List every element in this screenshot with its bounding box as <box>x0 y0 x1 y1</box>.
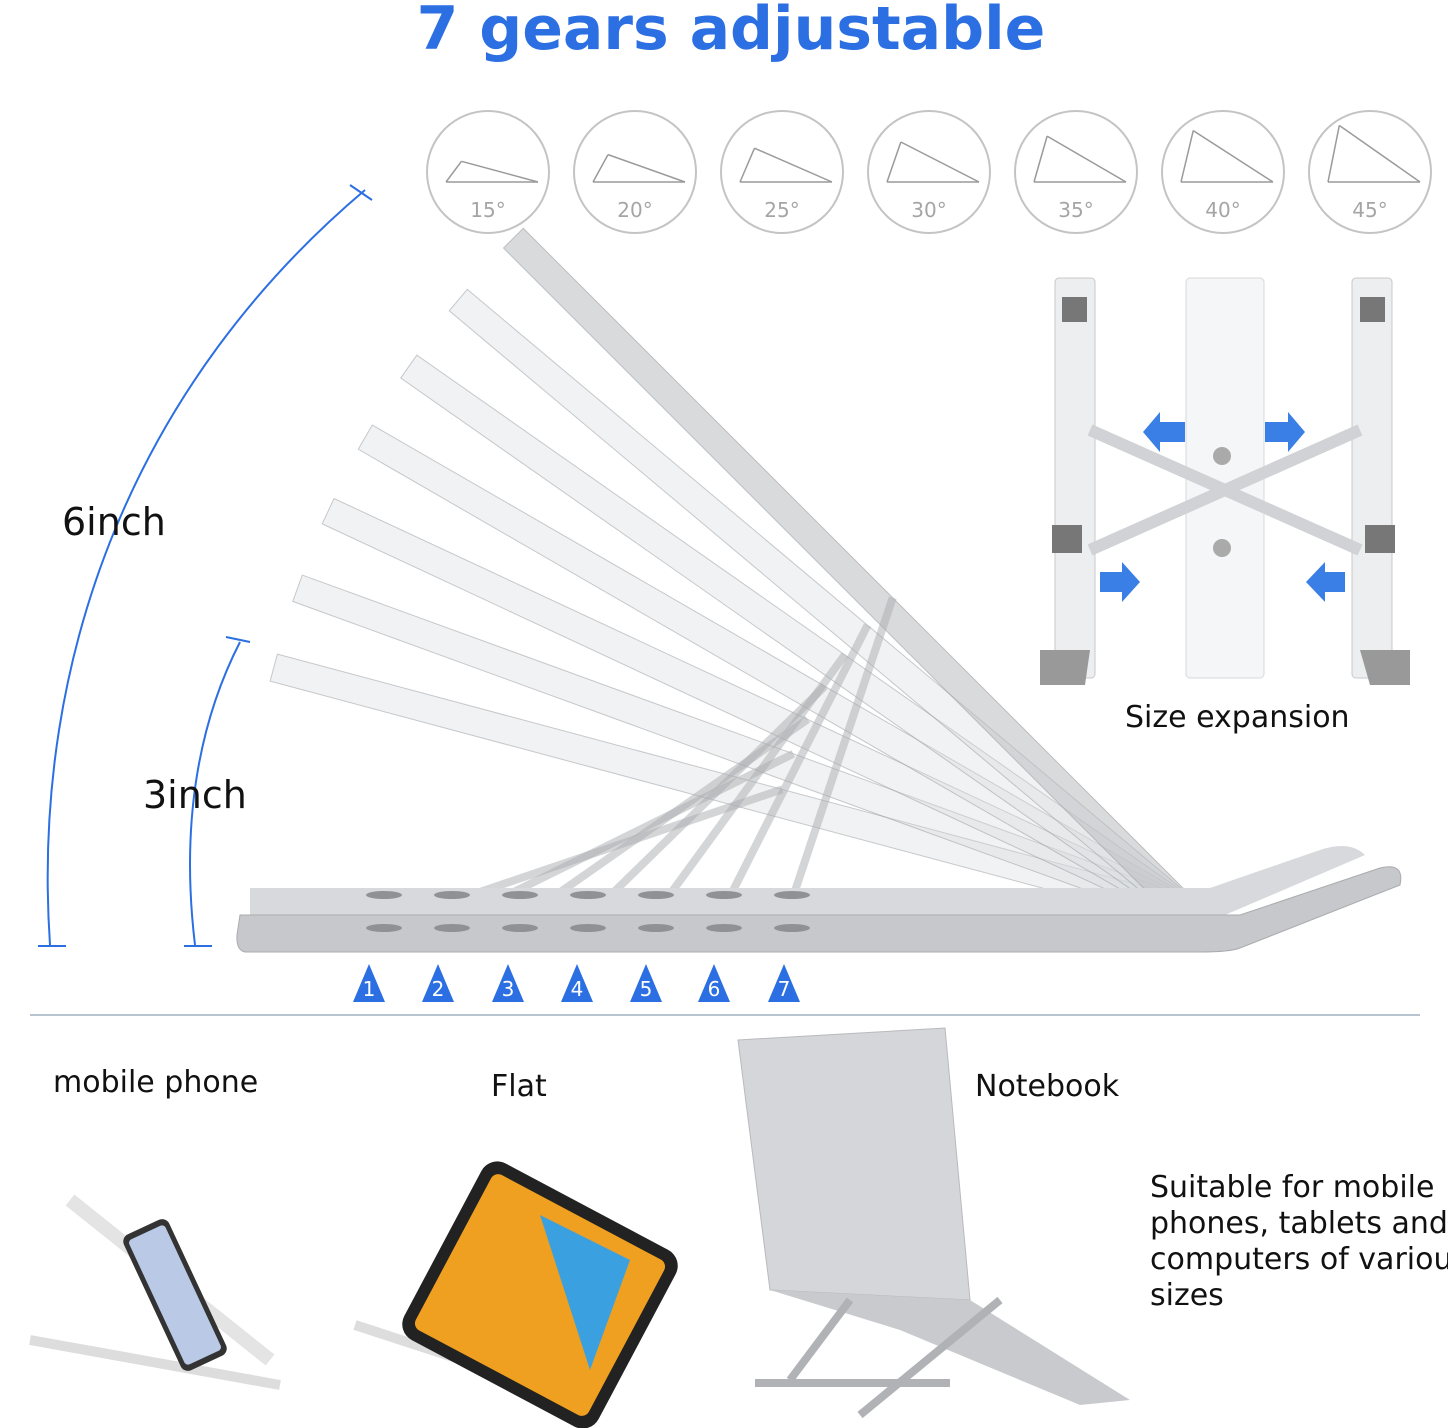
gear-number: 3 <box>501 977 515 1001</box>
angle-icon <box>1180 129 1274 183</box>
angle-icon <box>592 153 686 183</box>
gear-slot <box>638 924 674 932</box>
gear-number: 4 <box>570 977 584 1001</box>
notebook-stand-photo <box>737 1027 1130 1419</box>
max-height-label: 6inch <box>62 500 166 544</box>
size-expansion-label: Size expansion <box>1125 700 1350 735</box>
gear-marker-7: 7 <box>767 963 801 1003</box>
phone-stand-photo <box>29 1194 281 1390</box>
description-line: phones, tablets and <box>1150 1206 1448 1241</box>
angle-label: 20° <box>617 198 653 222</box>
angle-label: 45° <box>1352 198 1388 222</box>
gear-slot <box>774 891 810 899</box>
angle-option-40: 40° <box>1161 110 1285 234</box>
angle-option-15: 15° <box>426 110 550 234</box>
gear-number: 5 <box>639 977 653 1001</box>
height-3inch-arc <box>184 636 251 947</box>
angle-label: 40° <box>1205 198 1241 222</box>
angle-label: 25° <box>764 198 800 222</box>
gear-number: 1 <box>362 977 376 1001</box>
angle-icon <box>886 141 980 183</box>
gear-slot <box>434 924 470 932</box>
gear-marker-3: 3 <box>491 963 525 1003</box>
angle-icon <box>1327 124 1421 183</box>
triangle-icon <box>698 964 730 1002</box>
angle-icon <box>1033 135 1127 183</box>
gear-number: 2 <box>431 977 445 1001</box>
gear-slot <box>638 891 674 899</box>
gear-marker-5: 5 <box>629 963 663 1003</box>
gear-slot <box>706 924 742 932</box>
triangle-icon <box>492 964 524 1002</box>
description-line: Suitable for mobile <box>1150 1170 1435 1205</box>
angle-icon <box>739 147 833 183</box>
mode-label-phone: mobile phone <box>53 1065 259 1100</box>
angle-option-30: 30° <box>867 110 991 234</box>
triangle-icon <box>353 964 385 1002</box>
gear-marker-2: 2 <box>421 963 455 1003</box>
gear-slot <box>570 924 606 932</box>
support-leg <box>640 652 849 933</box>
angle-option-25: 25° <box>720 110 844 234</box>
gear-number: 7 <box>777 977 791 1001</box>
size-expansion-image <box>1040 277 1410 685</box>
description-line: computers of various <box>1150 1242 1448 1277</box>
stand-base <box>236 846 1402 953</box>
gear-slot <box>366 924 402 932</box>
gear-number: 6 <box>707 977 721 1001</box>
gear-marker-1: 1 <box>352 963 386 1003</box>
page-title: 7 gears adjustable <box>416 0 1046 64</box>
mode-label-notebook: Notebook <box>975 1069 1120 1104</box>
height-6inch-arc <box>38 184 373 947</box>
angle-option-35: 35° <box>1014 110 1138 234</box>
triangle-icon <box>561 964 593 1002</box>
triangle-icon <box>630 964 662 1002</box>
angle-label: 35° <box>1058 198 1094 222</box>
stand-panels <box>269 227 1196 934</box>
gear-slot <box>502 891 538 899</box>
gear-slot <box>434 891 470 899</box>
min-height-label: 3inch <box>143 773 247 817</box>
gear-marker-4: 4 <box>560 963 594 1003</box>
triangle-icon <box>768 964 800 1002</box>
triangle-icon <box>422 964 454 1002</box>
angle-label: 30° <box>911 198 947 222</box>
support-leg <box>709 623 872 932</box>
gear-slot <box>706 891 742 899</box>
tablet-stand-photo <box>353 1161 678 1428</box>
gear-marker-6: 6 <box>697 963 731 1003</box>
gear-slot <box>570 891 606 899</box>
support-leg <box>778 596 897 932</box>
description-line: sizes <box>1150 1278 1224 1313</box>
gear-slot <box>774 924 810 932</box>
angle-option-20: 20° <box>573 110 697 234</box>
angle-icon <box>445 160 539 183</box>
angle-option-45: 45° <box>1308 110 1432 234</box>
expand-arrows <box>1100 412 1345 602</box>
angle-label: 15° <box>470 198 506 222</box>
gear-slot <box>366 891 402 899</box>
gear-slot <box>502 924 538 932</box>
description: Suitable for mobile phones, tablets and … <box>1150 1170 1448 1314</box>
mode-label-flat: Flat <box>491 1069 547 1104</box>
